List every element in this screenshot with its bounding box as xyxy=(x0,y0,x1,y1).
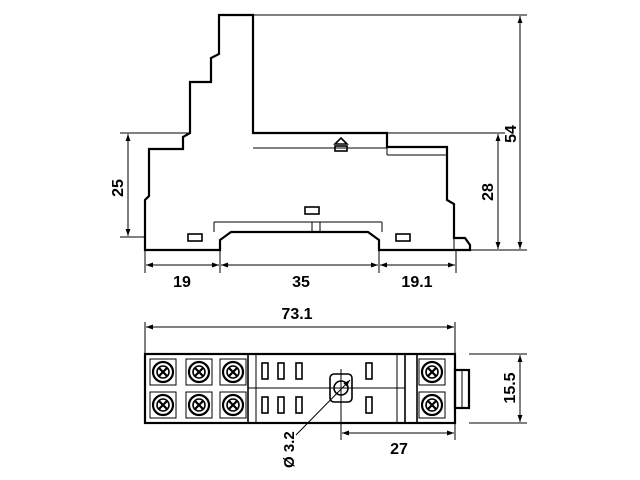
side-window-right xyxy=(395,233,411,242)
dim-35: 35 xyxy=(292,274,310,291)
screw-terminal xyxy=(149,358,177,386)
dim-15-5: 15.5 xyxy=(502,372,519,403)
screw-terminal xyxy=(149,391,177,419)
dim-54: 54 xyxy=(503,125,520,143)
dim-19-1: 19.1 xyxy=(401,274,432,291)
dim-73-1: 73.1 xyxy=(281,306,312,323)
screw-terminal xyxy=(219,391,247,419)
screw-terminal xyxy=(418,391,446,419)
screw-terminals xyxy=(149,358,446,419)
screw-terminal xyxy=(185,358,213,386)
contact-slots xyxy=(261,362,373,414)
dim-19: 19 xyxy=(173,274,191,291)
dim-28: 28 xyxy=(480,183,497,201)
screw-terminal xyxy=(219,358,247,386)
side-window-center xyxy=(304,206,320,215)
dim-25: 25 xyxy=(110,179,127,197)
top-view: 73.1 15.5 27 Ø 3.2 xyxy=(143,306,527,468)
screw-terminal xyxy=(418,358,446,386)
side-window-left xyxy=(187,233,203,242)
side-view: 54 28 25 19 35 19.1 xyxy=(110,13,527,291)
eject-symbol xyxy=(333,136,349,145)
dim-hole-diameter: Ø 3.2 xyxy=(281,431,298,468)
dim-27: 27 xyxy=(390,441,408,458)
screw-terminal xyxy=(185,391,213,419)
